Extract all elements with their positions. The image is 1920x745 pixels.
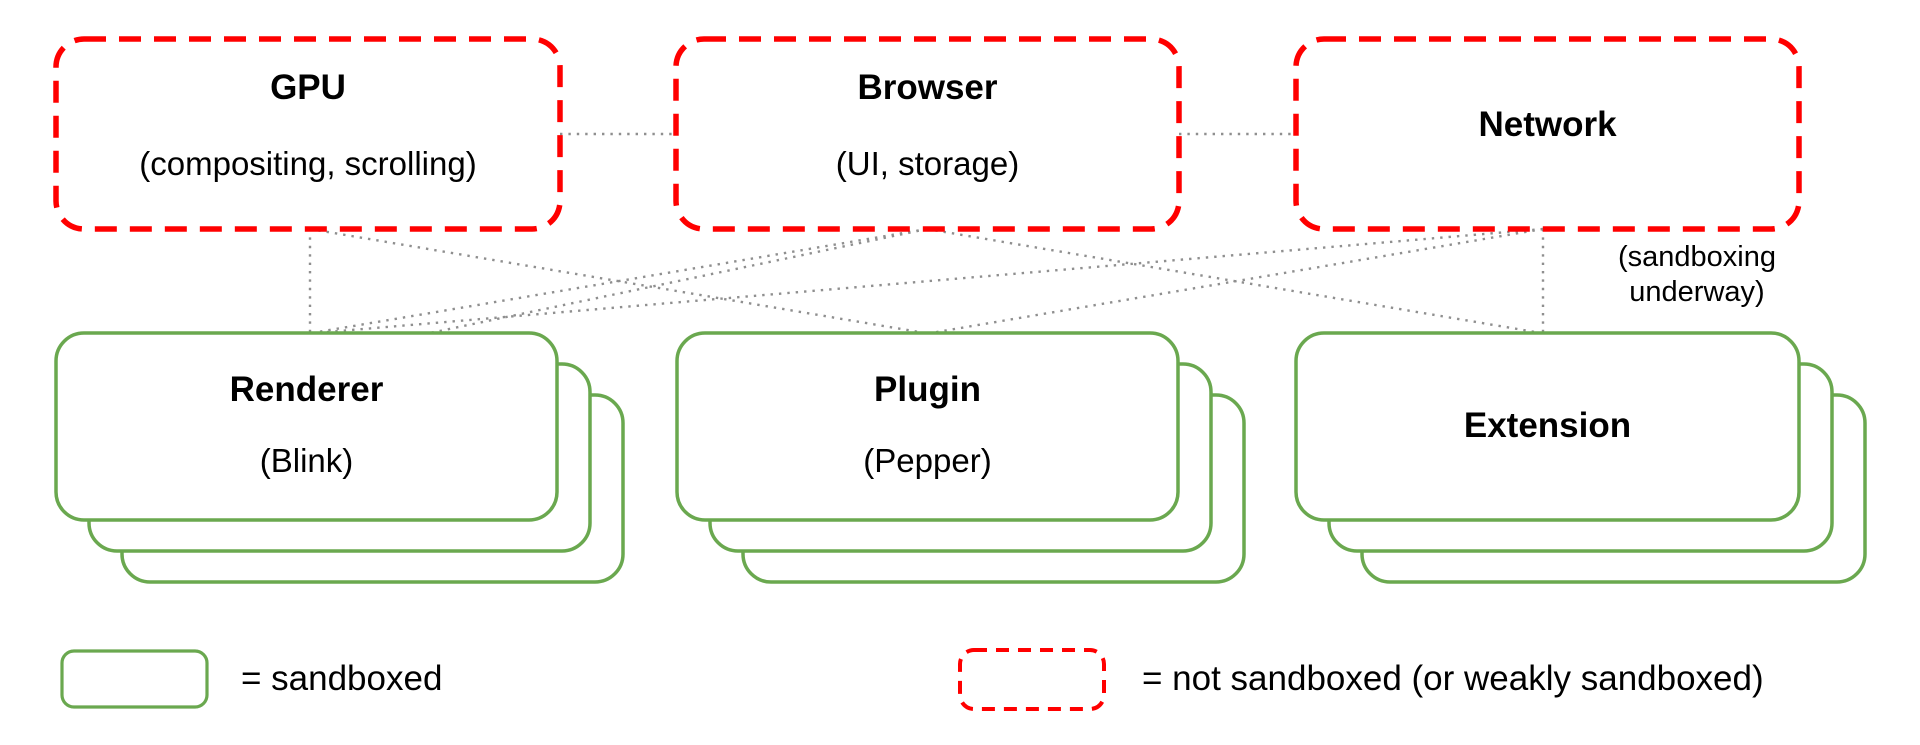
plugin-box-front — [675, 331, 1180, 522]
connector-gpu-plugin — [309, 227, 926, 335]
renderer-stack — [54, 331, 625, 584]
renderer-title: Renderer — [229, 370, 384, 409]
renderer-box-front — [54, 331, 559, 522]
network-caption: (sandboxing underway) — [1618, 241, 1776, 308]
legend-not-sandboxed-swatch — [958, 648, 1106, 711]
extension-box-front — [1294, 331, 1801, 522]
connector-browser-renderer-2 — [429, 227, 928, 335]
connectors — [308, 132, 1545, 335]
connector-network-plugin — [930, 227, 1544, 335]
connector-browser-renderer — [311, 227, 928, 335]
gpu-title: GPU — [270, 68, 346, 107]
network-title: Network — [1478, 105, 1617, 144]
network-box — [1293, 36, 1802, 232]
browser-title: Browser — [857, 68, 998, 107]
extension-title: Extension — [1463, 406, 1632, 445]
renderer-subtitle: (Blink) — [259, 442, 354, 479]
plugin-title: Plugin — [874, 370, 981, 409]
plugin-subtitle: (Pepper) — [863, 442, 992, 479]
gpu-subtitle: (compositing, scrolling) — [139, 145, 477, 182]
extension-stack — [1294, 331, 1867, 584]
plugin-stack — [675, 331, 1246, 584]
connector-network-renderer — [315, 227, 1544, 335]
browser-box — [673, 36, 1182, 232]
gpu-box — [53, 36, 563, 232]
browser-subtitle: (UI, storage) — [835, 145, 1020, 182]
connector-browser-extension — [926, 227, 1542, 335]
legend-sandboxed-swatch — [60, 649, 209, 709]
legend-not-sandboxed-label: = not sandboxed (or weakly sandboxed) — [1142, 659, 1764, 698]
legend-sandboxed-label: = sandboxed — [241, 659, 443, 698]
